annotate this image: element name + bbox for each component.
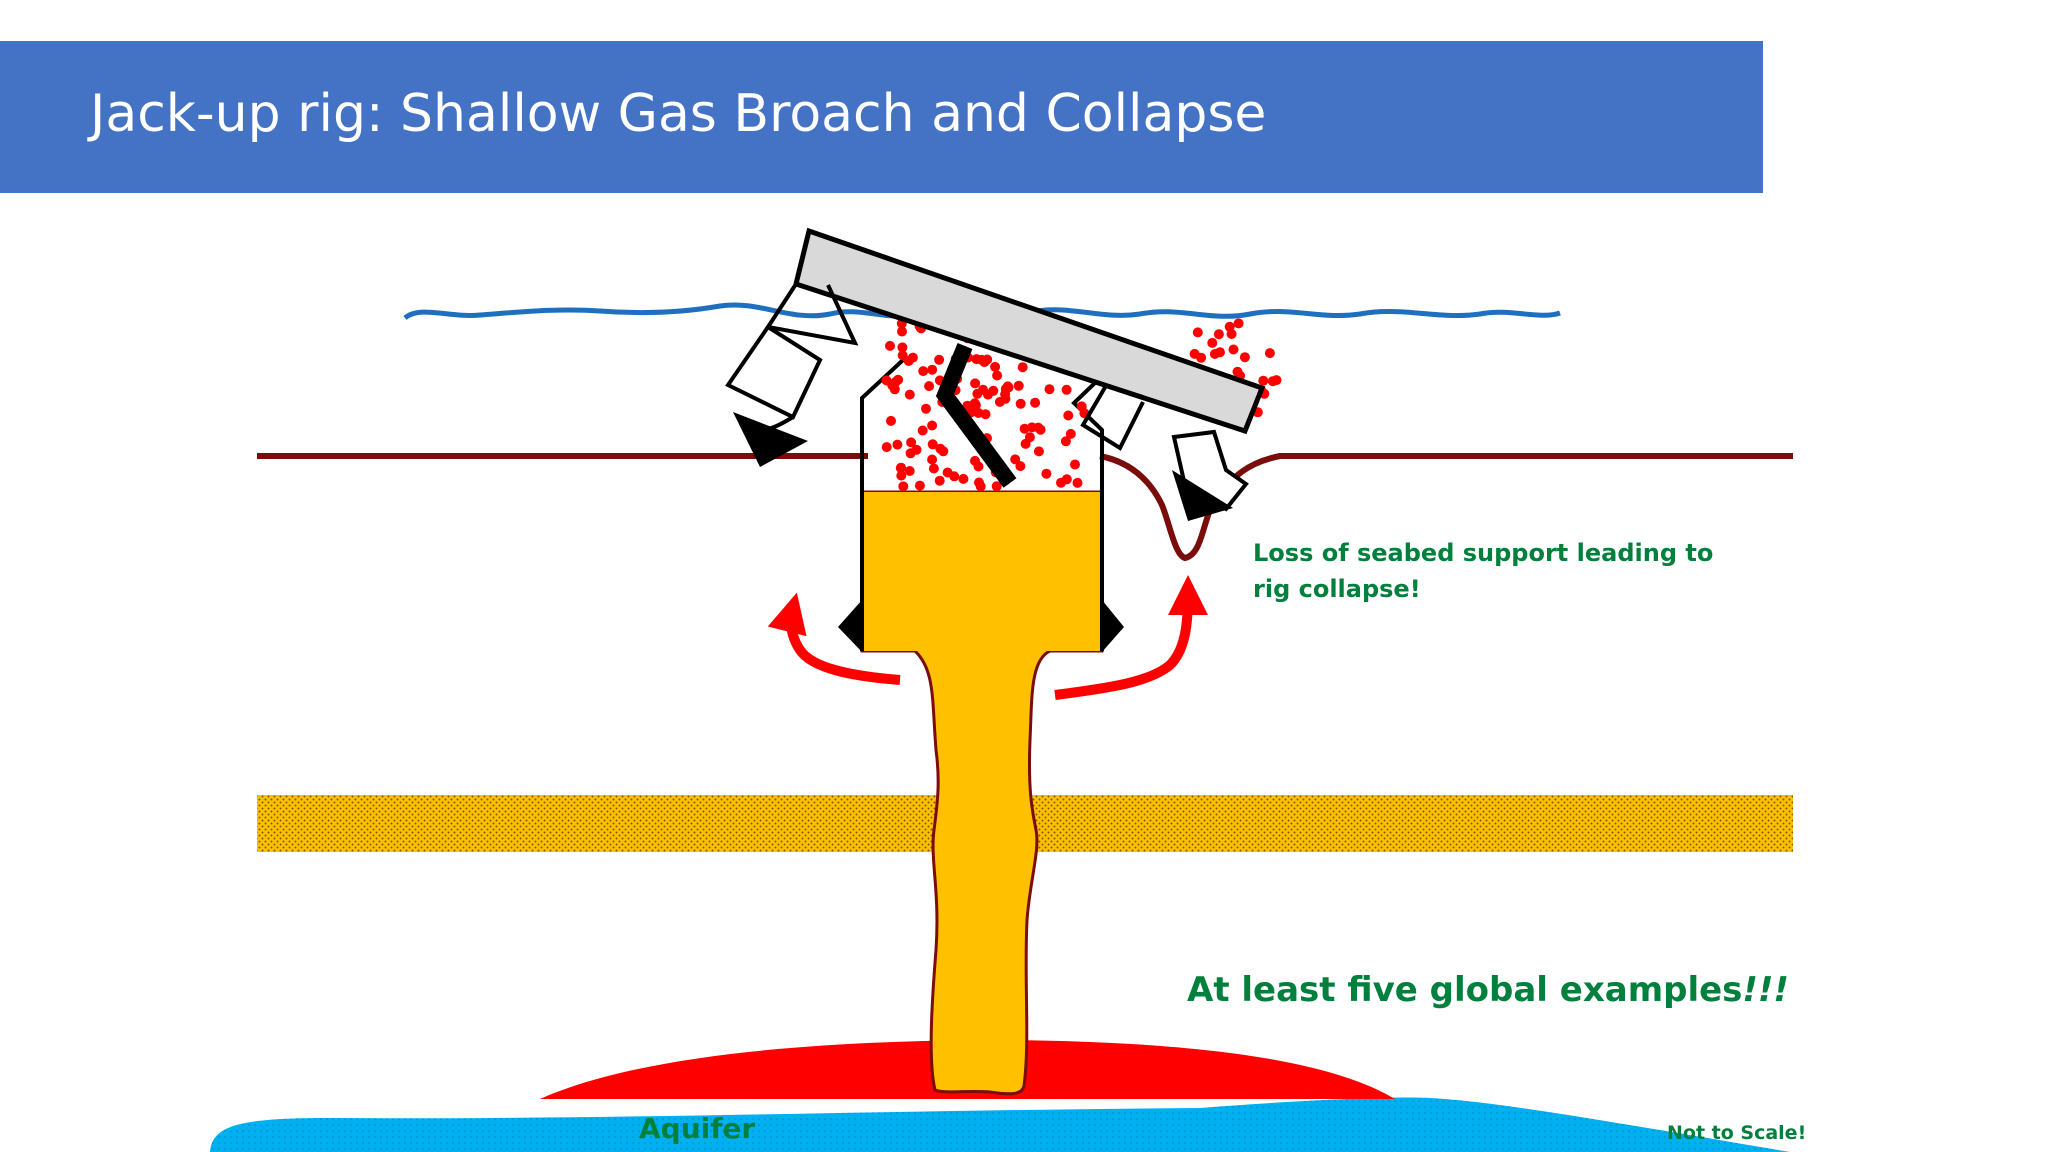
flow-arrow-right — [1054, 575, 1208, 700]
gas-bubble — [886, 415, 896, 426]
gas-bubble — [1013, 380, 1024, 391]
gas-bubble — [887, 380, 898, 391]
gas-bubble — [1239, 352, 1250, 363]
gas-bubble — [928, 463, 939, 474]
gas-bubble — [1061, 384, 1072, 395]
gas-bubble — [927, 420, 938, 431]
gas-bubble — [975, 481, 986, 492]
rig-leg-middle — [935, 342, 1017, 488]
gas-bubble — [962, 400, 973, 411]
gas-bubble — [1030, 397, 1041, 408]
gas-bubble — [927, 454, 938, 465]
gas-bubble — [1271, 375, 1282, 386]
gas-bubble — [917, 425, 928, 436]
gas-bubble — [1228, 344, 1239, 355]
slide-title: Jack-up rig: Shallow Gas Broach and Coll… — [90, 84, 1267, 144]
gas-bubble — [973, 408, 984, 418]
gas-bubble — [892, 439, 903, 450]
gas-bubble — [1207, 337, 1218, 348]
not-to-scale-label: Not to Scale! — [1667, 1122, 1807, 1144]
gas-bubble — [1033, 446, 1044, 457]
gas-bubble — [906, 437, 917, 448]
gas-bubble — [905, 448, 916, 459]
gas-bubble — [1215, 347, 1225, 358]
examples-annotation-emphasis: !!! — [1742, 970, 1789, 1010]
gas-bubble — [1024, 432, 1035, 443]
aquifer — [210, 1097, 1790, 1152]
gas-bubble — [935, 443, 946, 454]
gas-bubble — [991, 481, 1002, 492]
gas-bubble — [914, 480, 925, 491]
gas-bubble — [1017, 362, 1028, 373]
right-wedge — [1102, 600, 1124, 652]
gas-bubble — [927, 364, 938, 375]
gas-bubble — [1065, 428, 1076, 439]
collapse-annotation-line2: rig collapse! — [1253, 575, 1421, 603]
gas-bubble — [904, 466, 915, 476]
collapse-annotation: Loss of seabed support leading to rig co… — [1253, 535, 1713, 607]
gas-bubble — [927, 439, 938, 450]
gas-bubble — [1060, 436, 1071, 447]
gas-bubble — [1015, 398, 1026, 409]
gas-bubble — [934, 475, 945, 486]
gas-bubble — [1027, 422, 1037, 433]
gas-bubble — [1070, 459, 1080, 470]
gas-bubble — [1226, 329, 1237, 339]
gas-bubble — [924, 381, 935, 392]
gas-bubble — [970, 378, 981, 389]
gas-bubble — [1041, 468, 1052, 479]
gas-bubble — [885, 340, 895, 351]
gas-bubble — [979, 357, 990, 368]
gas-bubble — [895, 463, 906, 473]
gas-bubble — [1010, 454, 1021, 465]
gas-bubble — [1000, 393, 1011, 404]
left-wedge — [838, 600, 862, 652]
rig-leg-left-lower — [725, 324, 823, 432]
title-bar: Jack-up rig: Shallow Gas Broach and Coll… — [0, 41, 1763, 193]
gas-bubble — [992, 370, 1003, 381]
gas-bubble — [942, 467, 953, 478]
flow-arrow-left — [767, 592, 901, 685]
gas-bubble — [1232, 366, 1243, 377]
rig-deck — [793, 227, 1266, 435]
gas-bubble — [1044, 384, 1055, 395]
gas-bubble — [973, 461, 984, 472]
gas-bubble — [934, 354, 945, 365]
gas-bubble — [1264, 348, 1275, 359]
gas-bubble — [904, 389, 915, 400]
gas-bubble — [881, 442, 892, 453]
examples-annotation-text: At least five global examples — [1187, 970, 1743, 1010]
gas-bubble — [896, 470, 907, 481]
gas-bubble — [897, 350, 908, 361]
rig-spudcan-left — [733, 412, 808, 467]
gas-bubble — [1258, 375, 1269, 386]
gas-bubble — [1019, 423, 1030, 434]
gas-bubble — [983, 389, 993, 400]
rig-spudcan-right — [1172, 470, 1233, 521]
gas-bubble — [1072, 477, 1083, 488]
gas-bubble — [918, 366, 929, 377]
aquifer-label: Aquifer — [639, 1112, 756, 1145]
gas-bubble — [1213, 329, 1224, 340]
gas-bubble — [1061, 474, 1072, 485]
gas-bubble — [907, 352, 918, 363]
gas-bubble — [1076, 401, 1087, 412]
gas-bubble — [897, 326, 907, 337]
gas-bubble — [1233, 318, 1244, 329]
gas-bubble — [898, 481, 909, 492]
gas-bubble — [1192, 327, 1203, 338]
gas-bubble — [990, 361, 1001, 372]
rig-leg-left — [764, 282, 859, 346]
rig-leg-right — [1080, 382, 1145, 451]
gas-bubble — [958, 473, 969, 484]
examples-annotation: At least five global examples!!! — [1187, 970, 1789, 1010]
gas-bubble — [1063, 410, 1074, 421]
collapse-annotation-line1: Loss of seabed support leading to — [1253, 539, 1714, 567]
gas-bubble — [1189, 348, 1200, 359]
gas-bubble — [897, 342, 908, 353]
gas-bubble — [921, 403, 931, 414]
gas-bubble — [1002, 381, 1013, 392]
